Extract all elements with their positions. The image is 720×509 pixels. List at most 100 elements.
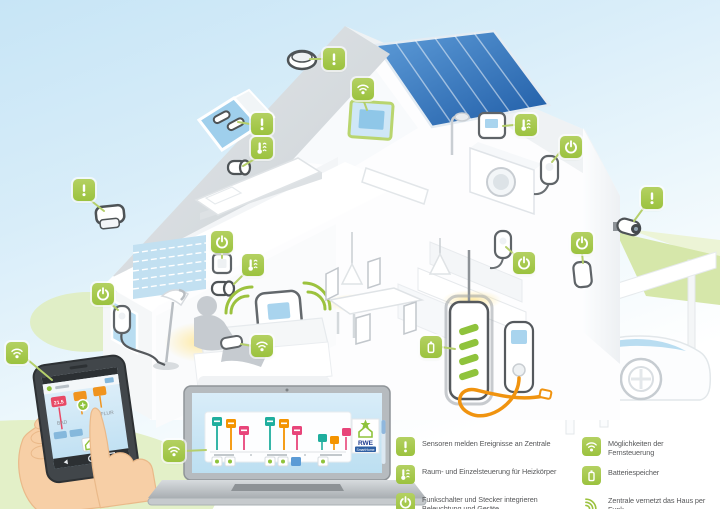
power-icon	[95, 286, 111, 302]
phone-app-timeline: 21.5 BAD FLUR	[50, 386, 115, 452]
bathroom-thermostat	[477, 111, 507, 140]
smoke-detector-badge	[323, 48, 345, 70]
laptop: RWE SmartHome	[147, 385, 427, 506]
star-icon	[360, 419, 371, 429]
living-room-radiator-valve	[210, 280, 236, 297]
rwe-brand-text: RWE	[358, 440, 374, 447]
floor-lamp-plug-badge	[92, 283, 114, 305]
power-icon	[396, 493, 415, 509]
car-rear-wheel	[619, 357, 663, 401]
power-icon	[563, 139, 579, 155]
legend-item-battery: Batteriespeicher	[582, 466, 707, 485]
legend-label: Sensoren melden Ereignisse an Zentrale	[422, 439, 551, 448]
radiator-thermostat-icon	[396, 465, 415, 484]
kitchen-plug-badge	[513, 252, 535, 274]
battery-storage-badge	[420, 336, 442, 358]
living-room-switch-badge	[211, 231, 233, 253]
phone-temp-badge: 21.5	[54, 399, 65, 406]
legend: Sensoren melden Ereignisse an Zentrale R…	[396, 437, 707, 509]
smoke-detector	[286, 49, 318, 71]
radiator-thermostat-icon	[254, 140, 270, 156]
dining-table	[325, 256, 425, 345]
remote-access-icon	[9, 345, 25, 361]
bathroom-plug-badge	[560, 136, 582, 158]
remote-access-icon	[254, 338, 270, 354]
wall-tablet-badge	[352, 78, 374, 100]
washing-machine	[469, 142, 542, 216]
exclamation-icon	[644, 190, 660, 206]
outdoor-camera-badge	[641, 187, 663, 209]
power-icon	[574, 235, 590, 251]
legend-label: Möglichkeiten der Fernsteuerung	[608, 439, 664, 457]
laptop-app-panel: RWE SmartHome	[204, 411, 386, 467]
back-icon	[63, 459, 68, 465]
laptop-keyboard	[231, 484, 344, 491]
legend-item-sensors: Sensoren melden Ereignisse an Zentrale	[396, 437, 572, 456]
wall-tablet	[347, 99, 395, 141]
phone-room-label-2: FLUR	[100, 410, 114, 418]
roof-eave	[105, 276, 160, 312]
rwe-smarthome-logo: RWE SmartHome	[351, 418, 380, 454]
house-logo-icon	[358, 425, 373, 438]
legend-label: Raum- und Einzelsteuerung für Heizkörper	[422, 467, 557, 476]
attic-radiator-badge	[251, 137, 273, 159]
remote-access-icon	[582, 437, 601, 456]
legend-column-right: Möglichkeiten der Fernsteuerung Batterie…	[582, 437, 707, 509]
remote-access-icon	[166, 443, 182, 459]
right-exterior-wall	[583, 128, 620, 364]
wallbox-charger	[503, 320, 535, 394]
battery-icon	[582, 466, 601, 485]
battery-storage-unit	[444, 250, 494, 406]
radiator-thermostat-icon	[518, 117, 534, 133]
right-hand-pointing	[89, 407, 159, 509]
smartphone-badge	[6, 342, 28, 364]
legend-label: Funkschalter und Stecker integrieren Bel…	[422, 495, 538, 509]
legend-item-switches: Funkschalter und Stecker integrieren Bel…	[396, 493, 572, 509]
laptop-base-lip	[147, 497, 427, 506]
legend-label: Batteriespeicher	[608, 468, 660, 477]
battery-icon	[423, 339, 439, 355]
remote-control	[220, 334, 244, 350]
smartphone-with-hands: 21.5 BAD FLUR	[18, 354, 159, 509]
kitchen-smart-plug	[489, 229, 513, 270]
smarthome-product-text: SmartHome	[356, 448, 374, 452]
laptop-badge	[163, 440, 185, 462]
pendant-lamp-kitchen	[428, 238, 452, 275]
right-wall-switch-badge	[571, 232, 593, 254]
exclamation-icon	[76, 182, 92, 198]
left-roof	[113, 26, 390, 304]
solar-panel	[373, 29, 552, 129]
charging-cable	[458, 376, 553, 418]
floor-lamp-smart-plug	[112, 304, 166, 367]
power-icon	[516, 255, 532, 271]
legend-item-zentrale: Zentrale vernetzt das Haus per Funk	[582, 494, 707, 509]
phone-room-label-1: BAD	[57, 419, 68, 426]
car-windows	[574, 339, 686, 357]
radio-waves-icon	[582, 494, 601, 509]
shower	[450, 112, 470, 155]
scrollbar-thumb	[381, 420, 386, 434]
outdoor-camera	[613, 217, 642, 237]
bathroom-smart-plug	[533, 154, 560, 196]
exclamation-icon	[254, 116, 270, 132]
attic-radiator-valve	[226, 159, 252, 176]
legend-item-heating: Raum- und Einzelsteuerung für Heizkörper	[396, 465, 572, 484]
bed	[194, 157, 322, 220]
tiled-wall-panel	[132, 235, 207, 299]
bathtub	[361, 167, 429, 205]
power-icon	[214, 234, 230, 250]
exclamation-icon	[396, 437, 415, 456]
floor-lamp	[153, 288, 190, 370]
living-room-switch	[211, 252, 233, 275]
legend-label: Zentrale vernetzt das Haus per Funk	[608, 496, 706, 509]
window-sensor-badge	[251, 113, 273, 135]
radiator-thermostat-icon	[245, 257, 261, 273]
right-wall-switch	[572, 260, 593, 289]
exclamation-icon	[326, 51, 342, 67]
laptop-panel-buttons	[211, 456, 329, 467]
window-sensor	[212, 110, 245, 132]
webcam-icon	[285, 388, 289, 392]
outdoor-siren-badge	[73, 179, 95, 201]
